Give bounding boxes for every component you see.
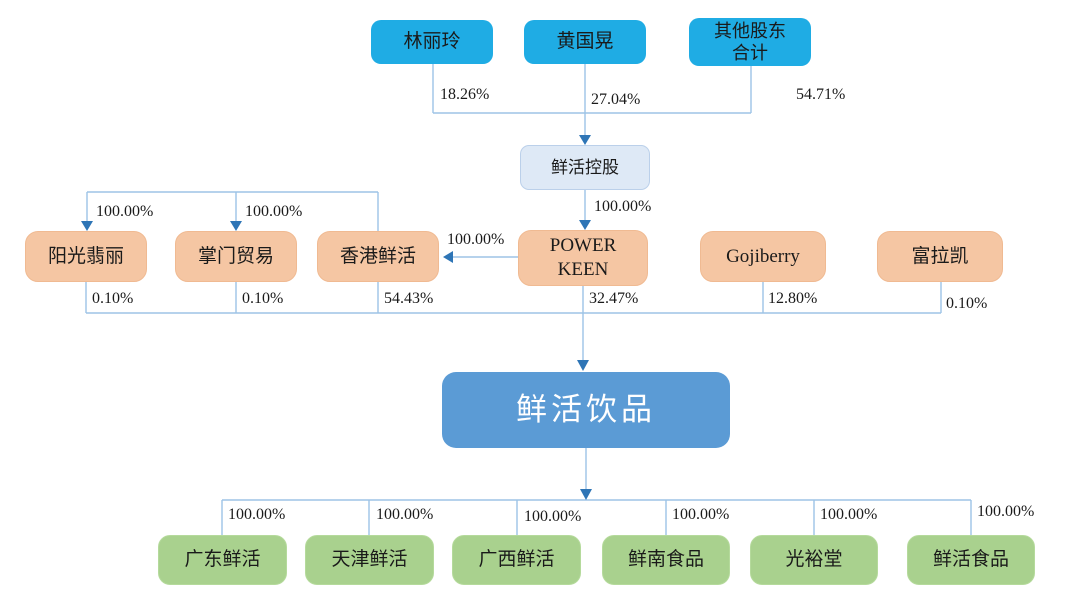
pct-hk-to-yangguang: 100.00%	[96, 203, 154, 220]
node-shareholder-3: 其他股东 合计	[689, 18, 811, 66]
arrow-down-icon	[580, 489, 592, 500]
pct-shareholder-2: 27.04%	[591, 91, 641, 108]
node-label: 广西鲜活	[478, 549, 555, 571]
pct-sub-6: 100.00%	[977, 503, 1035, 520]
node-holding: 鲜活控股	[520, 145, 650, 190]
pct-holding-to-power-keen: 100.00%	[594, 198, 652, 215]
node-label: Gojiberry	[726, 245, 800, 267]
pct-sub-4: 100.00%	[672, 506, 730, 523]
node-guangxi-xianhuo: 广西鲜活	[452, 535, 581, 585]
pct-fulakai-to-company: 0.10%	[946, 295, 988, 312]
node-label: 鲜活控股	[551, 157, 619, 177]
pct-sub-1: 100.00%	[228, 506, 286, 523]
pct-sub-5: 100.00%	[820, 506, 878, 523]
arrow-down-icon	[579, 220, 591, 230]
pct-sub-3: 100.00%	[524, 508, 582, 525]
node-label: 黄国晃	[556, 31, 614, 53]
node-label: 广东鲜活	[184, 549, 261, 571]
node-label: 掌门贸易	[197, 245, 274, 267]
pct-hk-to-zhangmen: 100.00%	[245, 203, 303, 220]
node-tianjin-xianhuo: 天津鲜活	[305, 535, 434, 585]
node-power-keen: POWER KEEN	[518, 230, 648, 286]
node-yangguang-feili: 阳光翡丽	[25, 231, 147, 282]
node-gojiberry: Gojiberry	[700, 231, 826, 282]
node-guangdong-xianhuo: 广东鲜活	[158, 535, 287, 585]
arrow-down-icon	[81, 221, 93, 231]
node-fulakai: 富拉凯	[877, 231, 1003, 282]
node-xiannan-shipin: 鲜南食品	[602, 535, 730, 585]
pct-sub-2: 100.00%	[376, 506, 434, 523]
node-hongkong-xianhuo: 香港鲜活	[317, 231, 439, 282]
node-xianhuo-shipin: 鲜活食品	[907, 535, 1035, 585]
pct-hk-to-company: 54.43%	[384, 290, 434, 307]
node-label: 林丽玲	[403, 31, 461, 53]
node-guangyutang: 光裕堂	[750, 535, 878, 585]
node-label: 鲜活饮品	[516, 391, 656, 427]
pct-power-keen-to-hk: 100.00%	[447, 231, 505, 248]
node-label: 鲜南食品	[627, 549, 704, 571]
pct-shareholder-1: 18.26%	[440, 86, 490, 103]
pct-zhangmen-to-company: 0.10%	[242, 290, 284, 307]
node-label: 天津鲜活	[331, 549, 408, 571]
node-label: 香港鲜活	[339, 245, 416, 267]
pct-power-keen-to-company: 32.47%	[589, 290, 639, 307]
node-zhangmen-maoyi: 掌门贸易	[175, 231, 297, 282]
node-label: 鲜活食品	[932, 549, 1009, 571]
node-shareholder-1: 林丽玲	[371, 20, 493, 64]
pct-shareholder-3: 54.71%	[796, 86, 846, 103]
node-label: 其他股东 合计	[714, 20, 786, 64]
node-label: 富拉凯	[911, 245, 969, 267]
node-shareholder-2: 黄国晃	[524, 20, 646, 64]
node-label: POWER KEEN	[549, 235, 617, 280]
arrow-down-icon	[230, 221, 242, 231]
node-label: 光裕堂	[785, 549, 843, 571]
pct-gojiberry-to-company: 12.80%	[768, 290, 818, 307]
arrow-left-icon	[443, 251, 453, 263]
arrow-down-icon	[577, 360, 589, 371]
node-company: 鲜活饮品	[442, 372, 730, 448]
node-label: 阳光翡丽	[47, 245, 124, 267]
pct-yangguang-to-company: 0.10%	[92, 290, 134, 307]
arrow-down-icon	[579, 135, 591, 145]
